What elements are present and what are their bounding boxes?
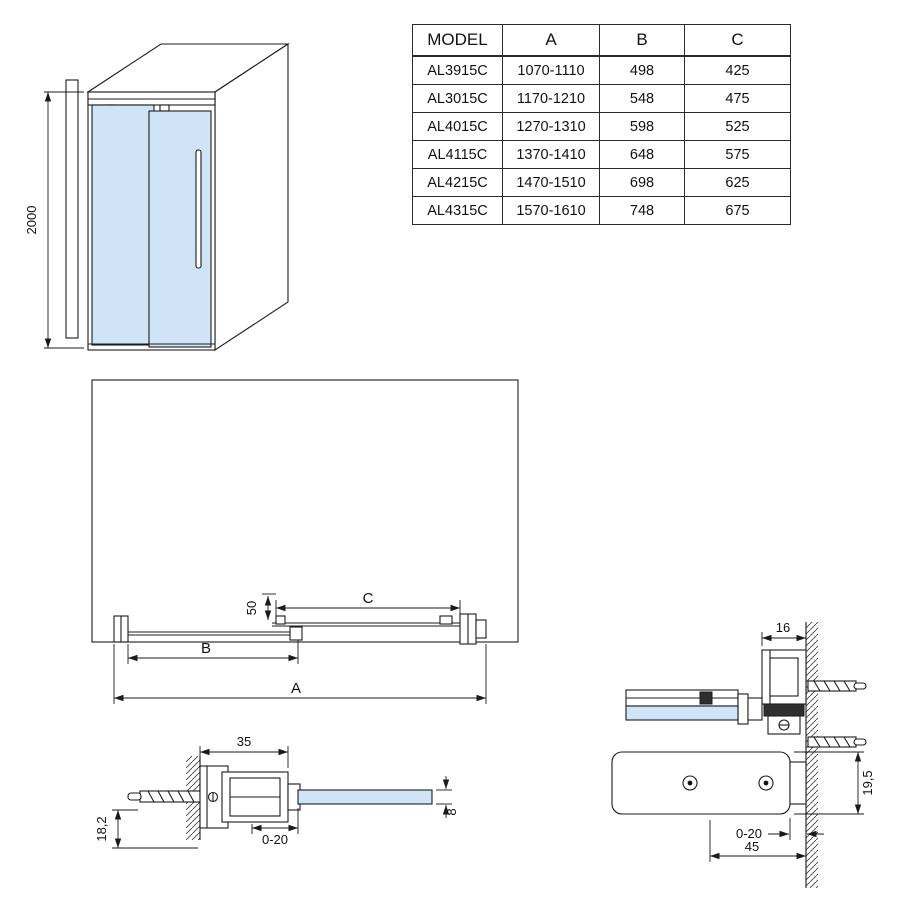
panel-end-block xyxy=(289,626,303,641)
plate-wall-connector xyxy=(789,761,807,805)
cell-c: 525 xyxy=(684,112,791,141)
anchor-head xyxy=(853,738,867,746)
cell-a: 1070-1110 xyxy=(502,55,600,85)
col-header-a: A xyxy=(502,24,600,57)
cell-b: 598 xyxy=(599,112,685,141)
wall-hatching xyxy=(806,622,818,888)
wall-anchor xyxy=(807,680,867,692)
cell-b: 548 xyxy=(599,84,685,113)
cell-b: 698 xyxy=(599,168,685,197)
roller-hanger xyxy=(159,104,170,112)
cell-model: AL3015C xyxy=(412,84,503,113)
cell-model: AL4215C xyxy=(412,168,503,197)
cell-b: 498 xyxy=(599,55,685,85)
dim-b-label: B xyxy=(201,640,211,657)
glass-section xyxy=(297,789,433,805)
bracket-height-label: 19,5 xyxy=(860,770,875,795)
sliding-glass-panel xyxy=(148,110,212,348)
enclosure-outline xyxy=(91,379,519,643)
wall-bracket-plan xyxy=(475,619,487,639)
table-header-row: MODEL A B C xyxy=(412,24,791,57)
left-wall-panel xyxy=(65,79,79,339)
height-dimension: 2000 xyxy=(24,91,84,349)
cell-model: AL4015C xyxy=(412,112,503,141)
dim-a-label: A xyxy=(291,680,301,697)
roller-block xyxy=(275,615,286,625)
table-row: AL4115C 1370-1410 648 575 xyxy=(412,140,791,169)
cell-a: 1570-1610 xyxy=(502,196,600,225)
cell-a: 1270-1310 xyxy=(502,112,600,141)
cell-b: 748 xyxy=(599,196,685,225)
table-row: AL4315C 1570-1610 748 675 xyxy=(412,196,791,225)
table-row: AL4015C 1270-1310 598 525 xyxy=(412,112,791,141)
adjustment-range-label: 0-20 xyxy=(736,826,762,841)
right-wall-face xyxy=(214,42,289,352)
col-header-model: MODEL xyxy=(412,24,503,57)
cell-c: 475 xyxy=(684,84,791,113)
glass-seal xyxy=(737,693,749,725)
cell-c: 675 xyxy=(684,196,791,225)
anchor-head xyxy=(127,792,142,801)
roller-block xyxy=(439,615,453,625)
fixed-glass-panel xyxy=(91,104,155,346)
detail-wall-bracket xyxy=(611,622,867,888)
detail-fixed-panel-profile xyxy=(127,756,433,840)
glass-section xyxy=(625,705,739,721)
cell-a: 1370-1410 xyxy=(502,140,600,169)
cell-c: 625 xyxy=(684,168,791,197)
col-header-c: C xyxy=(684,24,791,57)
cell-c: 575 xyxy=(684,140,791,169)
detail-wall-bracket-dimensions: 16 19,5 0-20 45 xyxy=(709,620,875,862)
profile-width-label: 35 xyxy=(237,734,251,749)
wall-offset-label: 16 xyxy=(776,620,790,635)
table-row: AL4215C 1470-1510 698 625 xyxy=(412,168,791,197)
spec-table: MODEL A B C AL3915C 1070-1110 498 425 AL… xyxy=(412,24,791,225)
plan-view xyxy=(91,379,519,645)
height-dimension-label: 2000 xyxy=(24,206,39,235)
cell-model: AL4315C xyxy=(412,196,503,225)
cell-b: 648 xyxy=(599,140,685,169)
adjustment-range-label: 0-20 xyxy=(262,832,288,847)
plan-dimensions: 50 C B A xyxy=(113,590,487,704)
cell-model: AL4115C xyxy=(412,140,503,169)
cell-c: 425 xyxy=(684,55,791,85)
table-row: AL3015C 1170-1210 548 475 xyxy=(412,84,791,113)
bracket-width-label: 45 xyxy=(745,839,759,854)
dim-c-label: C xyxy=(363,590,374,607)
col-header-b: B xyxy=(599,24,685,57)
track-stop xyxy=(699,691,713,705)
profile-depth-label: 18,2 xyxy=(94,816,109,841)
cell-a: 1170-1210 xyxy=(502,84,600,113)
anchor-head xyxy=(853,682,867,690)
wall-anchor xyxy=(807,736,867,748)
detail-fixed-panel-dimensions: 35 0-20 8 18,2 xyxy=(94,734,459,849)
door-handle xyxy=(195,149,202,269)
model-dimensions-table: MODEL A B C AL3915C 1070-1110 498 425 AL… xyxy=(412,24,791,225)
cell-model: AL3915C xyxy=(412,55,503,85)
overlap-dimension-label: 50 xyxy=(244,601,259,615)
table-row: AL3915C 1070-1110 498 425 xyxy=(412,55,791,85)
wall-anchor xyxy=(127,790,201,803)
cell-a: 1470-1510 xyxy=(502,168,600,197)
glass-thickness-label: 8 xyxy=(444,808,459,815)
clamp-block xyxy=(763,703,805,717)
front-perspective-view xyxy=(65,42,290,352)
